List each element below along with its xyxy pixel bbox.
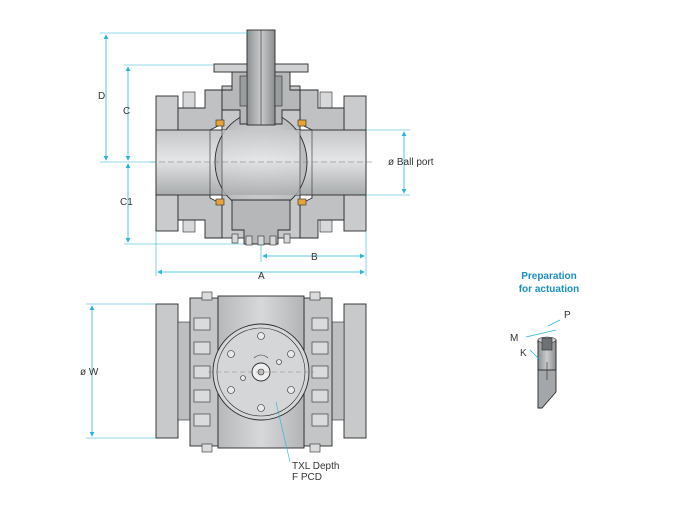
- label-M: M: [510, 333, 518, 344]
- stem-packing: [239, 75, 283, 107]
- section-dimensions: [100, 32, 410, 276]
- label-txl-depth: TXL Depth: [292, 461, 339, 472]
- label-ball-port: ø Ball port: [388, 157, 434, 168]
- front-view: [155, 291, 367, 453]
- label-W: ø W: [80, 367, 99, 378]
- label-C: C: [123, 106, 130, 117]
- stem-detail: [537, 336, 557, 409]
- label-D: D: [98, 91, 105, 102]
- front-bolts: [193, 291, 329, 453]
- seat-seals: [215, 119, 307, 206]
- label-K: K: [520, 348, 527, 359]
- label-P: P: [564, 310, 571, 321]
- preparation-title-line2: for actuation: [519, 284, 580, 295]
- pcd-holes: [227, 332, 295, 412]
- bottom-bolts: [231, 233, 291, 246]
- stem-detail-dims: [525, 319, 561, 361]
- side-section-view: [150, 29, 372, 246]
- label-C1: C1: [120, 197, 133, 208]
- front-left-flange: [155, 303, 179, 439]
- front-dimensions: [86, 303, 291, 463]
- label-A: A: [258, 271, 265, 282]
- bottom-trunnion: [231, 199, 291, 245]
- preparation-title-line1: Preparation: [521, 271, 577, 282]
- label-f-pcd: F PCD: [292, 472, 322, 483]
- label-B: B: [311, 252, 318, 263]
- front-right-flange: [343, 303, 367, 439]
